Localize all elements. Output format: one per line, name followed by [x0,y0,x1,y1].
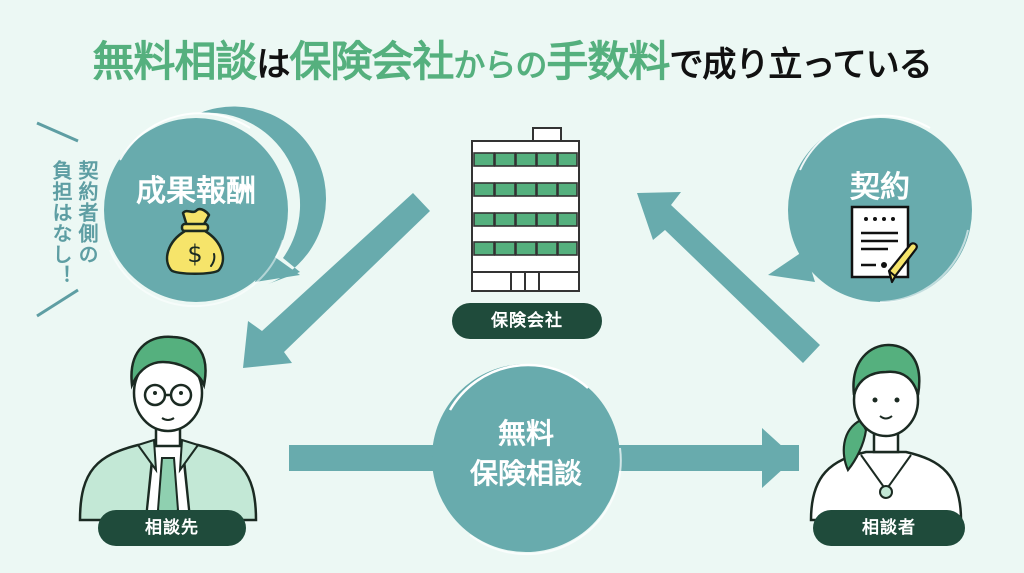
slash-top [36,121,79,143]
title-segment: 無料相談 [92,37,257,86]
insurance-company-label: 保険会社 [452,303,602,339]
side-note: 契約者側の負担はなし！ [48,160,100,320]
title-segment: 保険会社 [289,37,454,86]
contract-label: 契約 [850,170,910,205]
consultation-label-line2: 保険相談 [469,457,582,490]
office-building-icon [471,127,580,292]
reward-label: 成果報酬 [136,174,256,209]
client-label: 相談者 [813,510,965,546]
woman-icon [809,343,963,522]
svg-text:$: $ [187,240,202,268]
diagram-title: 無料相談は保険会社からの手数料で成り立っている [0,34,1024,93]
title-segment: 手数料 [546,37,670,86]
consultation-label-line1: 無料 [497,417,554,450]
advisor-label: 相談先 [98,510,246,546]
man-with-glasses-icon [78,335,258,522]
money-bag-icon: $ [165,207,225,275]
title-segment: は [256,45,290,85]
consultation-bubble [432,363,622,556]
title-segment: で成り立っている [669,45,932,85]
consultation-label: 無料 保険相談 [436,414,616,494]
arrow-client-to-company [637,192,820,363]
arrow-company-to-advisor [243,193,430,368]
side-note-line1: 契約者側の [75,160,99,265]
side-note-line2: 負担はなし！ [49,160,73,286]
title-segment: からの [453,46,547,84]
contract-document-icon [850,205,918,284]
slash-bottom [36,288,79,318]
